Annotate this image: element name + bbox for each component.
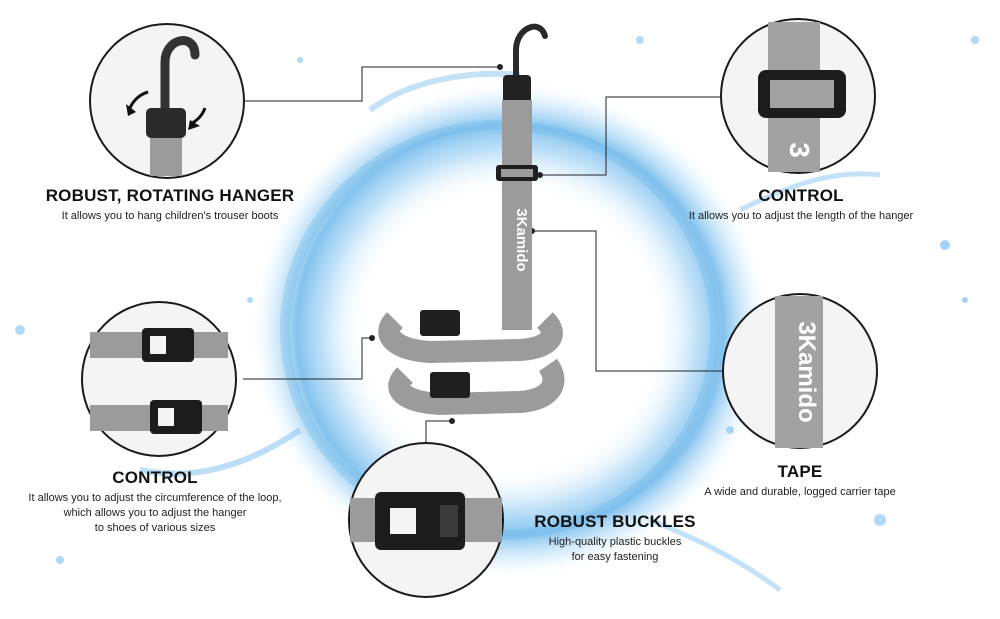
feature-length-control: CONTROL It allows you to adjust the leng… [678, 186, 924, 224]
feature-desc-line: High-quality plastic buckles [548, 536, 682, 548]
feature-tape: TAPE A wide and durable, logged carrier … [680, 462, 920, 500]
feature-desc-line: which allows you to adjust the hanger [63, 507, 247, 519]
feature-desc: It allows you to hang children's trouser… [61, 210, 279, 222]
detail-circle-tape: 3Kamido [722, 293, 878, 449]
product-hanger: 3Kamido [378, 23, 565, 416]
hook-icon [513, 23, 548, 81]
feature-desc: A wide and durable, logged carrier tape [704, 486, 896, 498]
logo-tape-icon: 3Kamido [793, 321, 820, 422]
feature-desc: It allows you to adjust the length of th… [688, 210, 914, 222]
feature-title: CONTROL [758, 186, 844, 205]
feature-title: ROBUST, ROTATING HANGER [45, 186, 295, 205]
feature-loop-control: CONTROL It allows you to adjust the circ… [10, 468, 300, 536]
svg-text:3Kamido: 3Kamido [513, 208, 530, 271]
feature-desc-line: for easy fastening [571, 551, 659, 563]
feature-title: ROBUST BUCKLES [534, 512, 696, 531]
feature-hanger: ROBUST, ROTATING HANGER It allows you to… [40, 186, 300, 224]
svg-text:3: 3 [784, 142, 815, 158]
feature-title: TAPE [777, 462, 823, 481]
detail-circle-side-buckles [81, 301, 237, 457]
feature-desc-line: to shoes of various sizes [94, 522, 216, 534]
feature-desc-line: It allows you to adjust the circumferenc… [28, 492, 282, 504]
feature-buckles: ROBUST BUCKLES High-quality plastic buck… [520, 512, 710, 565]
detail-circle-buckle [348, 442, 504, 598]
feature-title: CONTROL [112, 468, 198, 487]
detail-circle-hook [89, 23, 245, 179]
detail-circle-slider: 3 [720, 18, 876, 174]
